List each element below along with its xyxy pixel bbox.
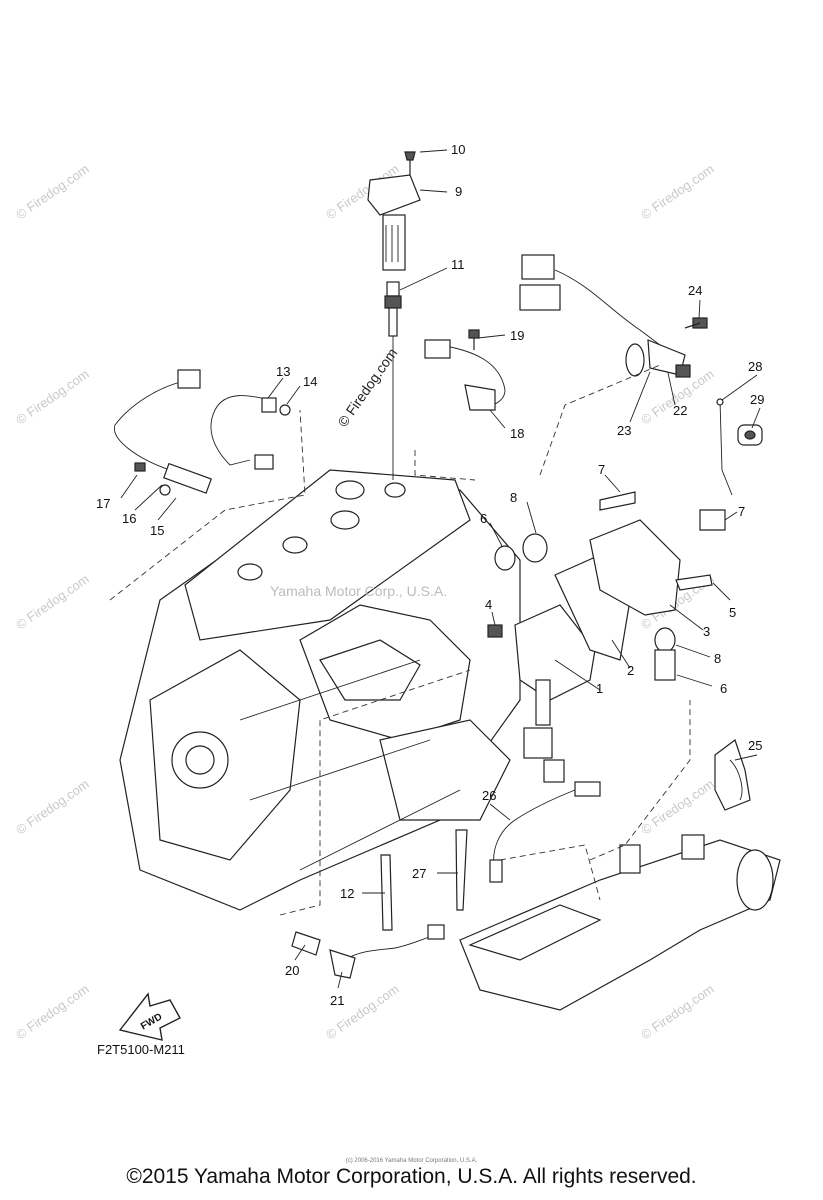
dashed-leaders [109, 364, 691, 916]
watermark: © Firedog.com [13, 981, 92, 1042]
callout-27: 27 [412, 866, 426, 881]
callout-19: 19 [510, 328, 524, 343]
spark-plug [384, 281, 402, 480]
callout-22: 22 [673, 403, 687, 418]
watermark: © Firedog.com [638, 776, 717, 837]
tiny-credit: (c) 2006-2016 Yamaha Motor Corporation, … [345, 1158, 478, 1164]
callout-24: 24 [688, 283, 702, 298]
callout-6-top: 6 [480, 511, 487, 526]
cam-sensor [424, 329, 506, 411]
watermark: © Firedog.com [638, 161, 717, 222]
callout-18: 18 [510, 426, 524, 441]
center-watermark: Yamaha Motor Corp., U.S.A. [270, 583, 448, 599]
pressure-sensor [114, 369, 212, 496]
harness-top-right [519, 254, 708, 378]
callout-25: 25 [748, 738, 762, 753]
callout-14: 14 [303, 374, 317, 389]
watermark: © Firedog.com [13, 571, 92, 632]
callout-26: 26 [482, 788, 496, 803]
callout-6-bottom: 6 [720, 681, 727, 696]
callout-8-bottom: 8 [714, 651, 721, 666]
callout-7-top: 7 [598, 462, 605, 477]
callout-21: 21 [330, 993, 344, 1008]
callout-labels: 1 2 3 4 5 6 6 7 7 8 8 9 10 11 12 13 14 1… [96, 142, 764, 1008]
exhaust-manifold [459, 834, 781, 1011]
callout-4: 4 [485, 597, 492, 612]
temp-sensor [489, 781, 601, 883]
callout-28: 28 [748, 359, 762, 374]
callout-11: 11 [451, 257, 465, 272]
callout-1: 1 [596, 681, 603, 696]
callout-5: 5 [729, 605, 736, 620]
callout-7-right: 7 [738, 504, 745, 519]
ecu-assembly [487, 491, 726, 783]
watermark: © Firedog.com [638, 981, 717, 1042]
leader-lines [120, 149, 761, 989]
oxygen-sensor [210, 395, 291, 470]
fwd-arrow-icon: FWD [118, 992, 181, 1041]
watermark: © Firedog.com [13, 366, 92, 427]
engine-block [119, 469, 521, 911]
watermark: © Firedog.com [323, 981, 402, 1042]
callout-12: 12 [340, 886, 354, 901]
copyright-notice: ©2015 Yamaha Motor Corporation, U.S.A. A… [126, 1165, 697, 1188]
watermark: © Firedog.com [334, 345, 400, 430]
callout-2: 2 [627, 663, 634, 678]
callout-13: 13 [276, 364, 290, 379]
watermark: © Firedog.com [13, 776, 92, 837]
callout-20: 20 [285, 963, 299, 978]
callout-10: 10 [451, 142, 465, 157]
cable-ties [380, 829, 468, 931]
clip [714, 739, 751, 811]
watermark: © Firedog.com [13, 161, 92, 222]
knock-sensor [291, 924, 445, 979]
diagram-code: F2T5100-M211 [97, 1042, 185, 1057]
callout-16: 16 [122, 511, 136, 526]
callout-23: 23 [617, 423, 631, 438]
ignition-coil [367, 151, 421, 271]
callout-17: 17 [96, 496, 110, 511]
callout-8-top: 8 [510, 490, 517, 505]
callout-29: 29 [750, 392, 764, 407]
callout-9: 9 [455, 184, 462, 199]
callout-15: 15 [150, 523, 164, 538]
callout-3: 3 [703, 624, 710, 639]
tie-and-grommet [716, 398, 763, 496]
